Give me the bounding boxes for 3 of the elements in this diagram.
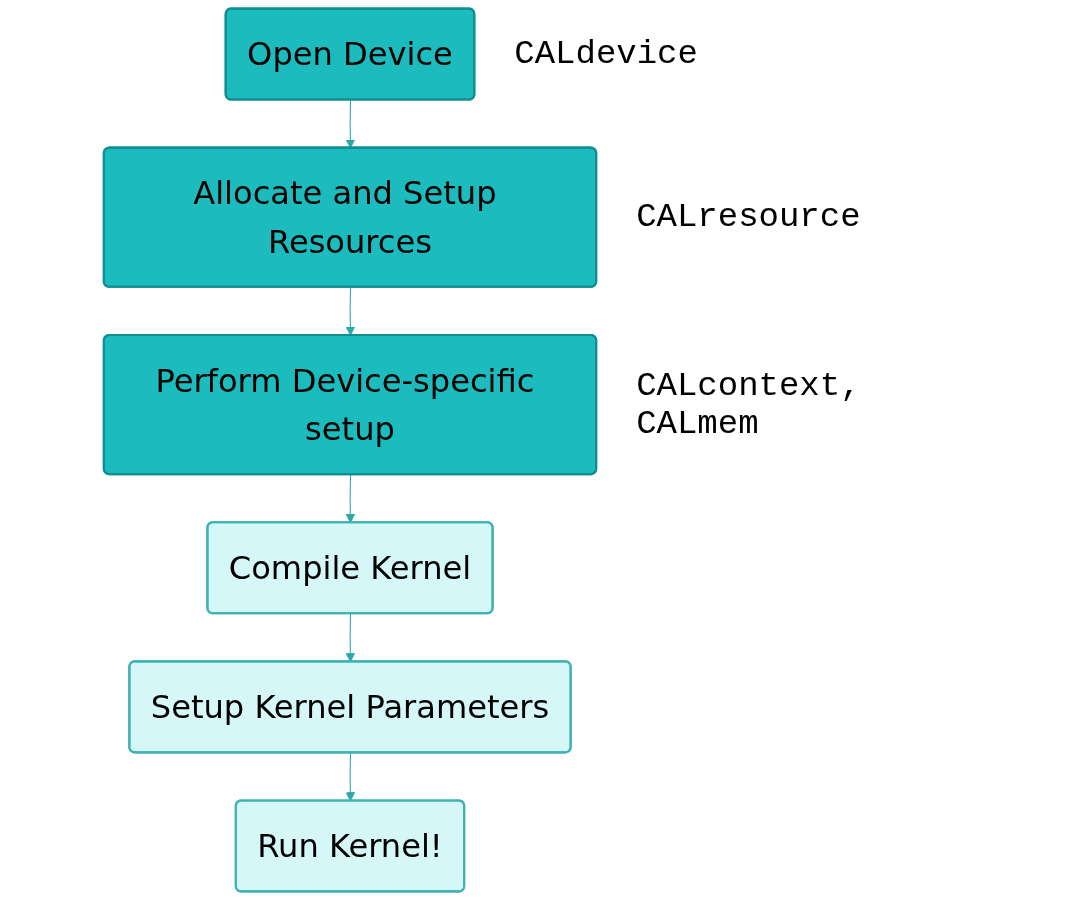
code-label: CALdevice	[514, 35, 698, 74]
code-label: CALresource	[636, 198, 861, 237]
code-label: CALcontext, CALmem	[636, 366, 862, 443]
